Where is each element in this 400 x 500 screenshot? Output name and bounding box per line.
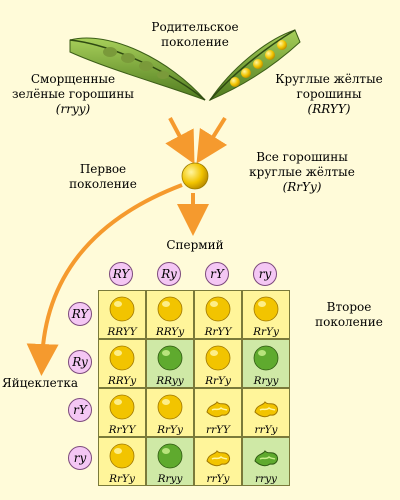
genotype-label: rrYy: [206, 473, 230, 485]
punnett-cell: rryy: [242, 437, 290, 486]
punnett-cell: Rryy: [146, 437, 194, 486]
punnett-cell: RrYY: [194, 290, 242, 339]
punnett-cell: rrYy: [242, 388, 290, 437]
genotype-label: RRyy: [156, 375, 184, 387]
genotype-label: RRYy: [155, 326, 185, 338]
punnett-cell: RrYy: [194, 339, 242, 388]
punnett-cell: RrYy: [242, 290, 290, 339]
sperm-gamete: Ry: [157, 262, 181, 286]
round-yellow-pea-icon: [109, 443, 135, 469]
punnett-cell: RrYy: [146, 388, 194, 437]
round-yellow-pea-icon: [109, 345, 135, 371]
punnett-cell: RRYy: [98, 339, 146, 388]
round-yellow-pea-icon: [109, 394, 135, 420]
genotype-label: RrYy: [157, 424, 183, 436]
genotype-label: rrYY: [206, 424, 230, 436]
wrinkled-green-pod: [69, 37, 206, 101]
genotype-label: RrYy: [109, 473, 135, 485]
genotype-label: RrYY: [108, 424, 136, 436]
round-yellow-pod: [208, 29, 301, 102]
wrinkled-yellow-pea-icon: [254, 401, 278, 418]
wrinkled-yellow-pea-icon: [206, 450, 230, 467]
punnett-cell: Rryy: [242, 339, 290, 388]
genotype-label: RrYY: [204, 326, 232, 338]
punnett-cell: RrYY: [98, 388, 146, 437]
round-yellow-pea-icon: [157, 296, 183, 322]
genotype-label: RrYy: [253, 326, 279, 338]
punnett-cell: RRYY: [98, 290, 146, 339]
wrinkled-green-pea-icon: [254, 450, 278, 467]
punnett-cell: RRyy: [146, 339, 194, 388]
punnett-cell: rrYy: [194, 437, 242, 486]
round-yellow-pea-icon: [205, 296, 231, 322]
round-yellow-pea-icon: [205, 345, 231, 371]
round-green-pea-icon: [157, 443, 183, 469]
punnett-cell: rrYY: [194, 388, 242, 437]
sperm-gamete: rY: [205, 262, 229, 286]
wrinkled-yellow-pea-icon: [206, 401, 230, 418]
egg-gamete: RY: [68, 302, 92, 326]
round-green-pea-icon: [253, 345, 279, 371]
genotype-label: RRYy: [107, 375, 137, 387]
egg-arrow: [26, 183, 183, 376]
sperm-label: Спермий: [166, 238, 224, 252]
cross-arrow-right: [196, 116, 228, 164]
genotype-label: Rryy: [157, 473, 183, 485]
round-yellow-pea-icon: [109, 296, 135, 322]
punnett-cell: RRYy: [146, 290, 194, 339]
round-yellow-pea-icon: [253, 296, 279, 322]
round-green-pea-icon: [157, 345, 183, 371]
sperm-gamete: ry: [253, 262, 277, 286]
round-yellow-pea-icon: [157, 394, 183, 420]
genotype-label: rryy: [255, 473, 277, 485]
punnett-cell: RrYy: [98, 437, 146, 486]
egg-gamete: ry: [68, 446, 92, 470]
genotype-label: RrYy: [205, 375, 231, 387]
first-generation-pea: [181, 162, 209, 190]
genotype-label: rrYy: [254, 424, 278, 436]
cross-arrow-left: [165, 117, 195, 165]
egg-gamete: Ry: [68, 350, 92, 374]
genotype-label: Rryy: [253, 375, 279, 387]
egg-label: Яйцеклетка: [2, 376, 79, 390]
egg-gamete: rY: [68, 398, 92, 422]
sperm-gamete: RY: [109, 262, 133, 286]
genotype-label: RRYY: [107, 326, 137, 338]
